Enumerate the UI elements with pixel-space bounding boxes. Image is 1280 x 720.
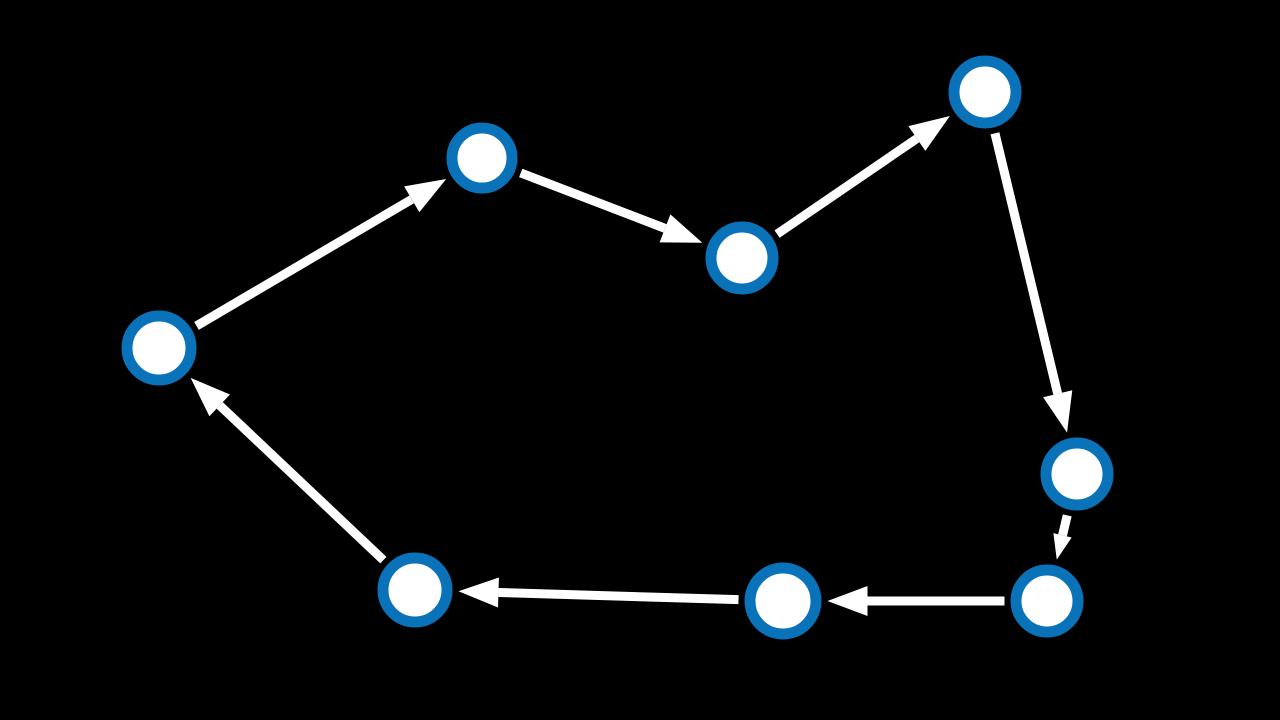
edge-line	[774, 134, 920, 238]
graph-node[interactable]	[948, 55, 1022, 129]
edge-arrowhead-icon	[1053, 533, 1072, 560]
edge-arrowhead-icon	[827, 586, 868, 616]
edge-arrowhead-icon	[190, 377, 230, 417]
graph-node[interactable]	[705, 221, 779, 295]
edge-arrowhead-icon	[404, 179, 447, 213]
edge-line	[990, 132, 1063, 395]
graph-edge	[190, 377, 387, 564]
graph-edge	[194, 179, 447, 330]
graph-edge	[990, 132, 1073, 433]
graph-node[interactable]	[744, 562, 822, 640]
node-circle[interactable]	[446, 122, 518, 194]
graph-edge	[827, 586, 1005, 616]
graph-edge	[458, 577, 739, 608]
edge-arrowhead-icon	[659, 214, 703, 243]
edge-arrowhead-icon	[908, 115, 950, 151]
edge-line	[194, 195, 415, 330]
nodes-layer	[121, 55, 1114, 640]
edge-line	[519, 168, 667, 233]
graph-node[interactable]	[377, 552, 453, 628]
graph-node[interactable]	[1010, 564, 1084, 638]
node-circle[interactable]	[744, 562, 822, 640]
edges-layer	[190, 115, 1073, 616]
edge-line	[1058, 514, 1072, 537]
node-circle[interactable]	[705, 221, 779, 295]
edge-arrowhead-icon	[458, 577, 499, 608]
node-circle[interactable]	[948, 55, 1022, 129]
graph-node[interactable]	[446, 122, 518, 194]
node-circle[interactable]	[121, 310, 197, 386]
graph-node[interactable]	[1040, 437, 1114, 511]
graph-edge	[519, 168, 703, 243]
node-circle[interactable]	[1040, 437, 1114, 511]
graph-edge	[1053, 514, 1072, 560]
graph-node[interactable]	[121, 310, 197, 386]
edge-line	[216, 402, 387, 564]
graph-edge	[774, 115, 950, 238]
node-circle[interactable]	[1010, 564, 1084, 638]
edge-arrowhead-icon	[1043, 390, 1073, 433]
node-circle[interactable]	[377, 552, 453, 628]
edge-line	[498, 587, 739, 605]
